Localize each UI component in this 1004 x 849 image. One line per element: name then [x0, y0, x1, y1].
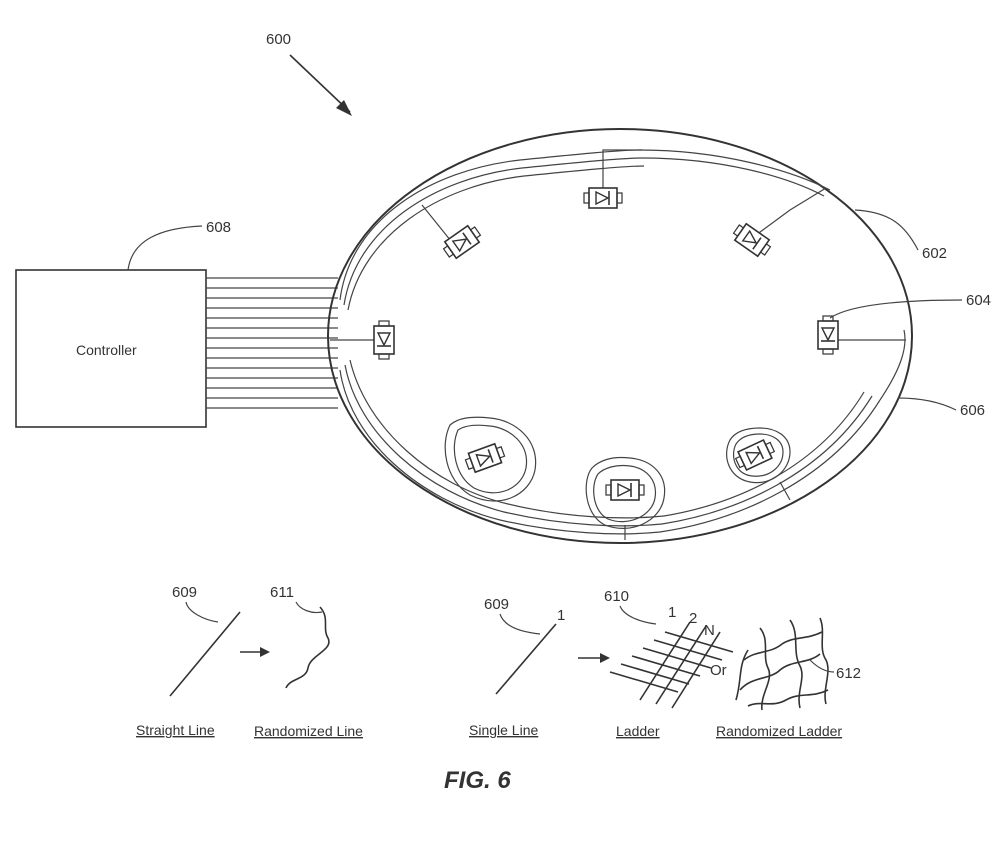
- ref-600-arrowhead: [336, 100, 352, 116]
- device: [732, 222, 772, 258]
- ref-609-single: 609: [484, 596, 509, 613]
- randomized-ladder-sample: [735, 617, 829, 711]
- single-line-index: 1: [557, 607, 565, 624]
- caption-randomized-line: Randomized Line: [254, 723, 363, 739]
- ref-612-leader: [809, 659, 835, 673]
- ladder-rail: [671, 631, 721, 709]
- ref-610: 610: [604, 588, 629, 605]
- legend-arrow-1-head: [260, 647, 270, 657]
- ladder-rung: [609, 671, 679, 693]
- ref-609-single-leader: [499, 613, 541, 635]
- caption-randomized-ladder: Randomized Ladder: [716, 723, 842, 739]
- ref-602: 602: [922, 245, 947, 262]
- ladder-index-1: 1: [668, 604, 676, 621]
- randomized-line-sample: [285, 606, 330, 689]
- single-line-sample: [495, 623, 557, 695]
- caption-straight-line: Straight Line: [136, 722, 215, 738]
- ladder-sample: [609, 621, 734, 709]
- ref-606-leader: [897, 397, 957, 411]
- ref-608-leader: [127, 225, 203, 271]
- device: [464, 442, 506, 474]
- device-spokes: [330, 149, 906, 341]
- device: [583, 187, 623, 209]
- ref-612: 612: [836, 665, 861, 682]
- device: [817, 315, 839, 355]
- figure-title: FIG. 6: [444, 767, 511, 794]
- ref-609-straight: 609: [172, 584, 197, 601]
- ladder-rung: [620, 663, 690, 685]
- device: [605, 479, 645, 501]
- ladder-rung: [653, 639, 723, 661]
- device-clusters: [444, 416, 791, 540]
- device: [373, 320, 395, 360]
- ladder-index-n: N: [704, 622, 715, 639]
- device: [734, 438, 776, 472]
- controller-bus-lines: [206, 277, 338, 409]
- caption-single-line: Single Line: [469, 722, 538, 738]
- controller-label: Controller: [76, 342, 137, 358]
- ladder-rail: [655, 625, 707, 705]
- ladder-rung: [631, 655, 701, 677]
- caption-ladder: Ladder: [616, 723, 660, 739]
- ref-602-leader: [854, 209, 919, 251]
- devices: [373, 187, 839, 501]
- legend-arrow-2-head: [600, 653, 610, 663]
- substrate-ellipse: [327, 128, 913, 544]
- ladder-index-2: 2: [689, 610, 697, 627]
- ref-610-leader: [619, 605, 657, 625]
- or-label: Or: [710, 662, 727, 679]
- ref-606: 606: [960, 402, 985, 419]
- ladder-rail: [639, 621, 691, 701]
- ref-600-arrow-line: [289, 54, 351, 113]
- ref-611-leader: [295, 601, 323, 614]
- device: [442, 224, 482, 260]
- ref-611: 611: [270, 584, 294, 601]
- ref-604: 604: [966, 292, 991, 309]
- ref-604-leader: [829, 299, 963, 319]
- ref-608: 608: [206, 219, 231, 236]
- straight-line-sample: [169, 611, 241, 697]
- ref-600: 600: [266, 31, 291, 48]
- trace-bundles: [339, 149, 906, 535]
- ladder-rung: [664, 631, 734, 653]
- ladder-rung: [642, 647, 712, 669]
- ref-609-straight-leader: [185, 601, 219, 623]
